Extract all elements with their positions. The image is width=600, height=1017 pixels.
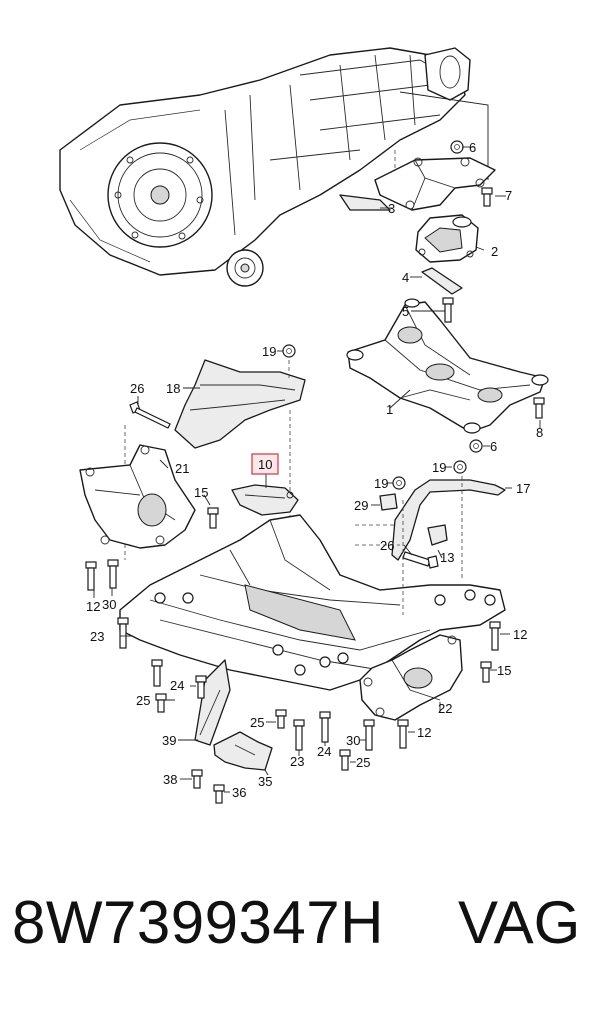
callout-23-mid: 23 [290, 754, 304, 769]
callout-12-right: 12 [513, 627, 527, 642]
heat-shield-strip-4 [421, 267, 463, 295]
callout-38: 39 [162, 733, 176, 748]
callout-21: 21 [175, 461, 189, 476]
bolt-15-right [480, 661, 492, 683]
callout-25-right: 25 [356, 755, 370, 770]
callout-15-right: 15 [497, 663, 511, 678]
callout-4: 4 [402, 270, 409, 285]
highlight-box-10 [251, 453, 279, 475]
callout-15-left: 15 [194, 485, 208, 500]
bolt-5 [442, 297, 454, 323]
callout-30-mid: 30 [346, 733, 360, 748]
bracket-13 [427, 524, 448, 546]
bolt-15-left [207, 507, 219, 529]
bolt-26-right [402, 551, 439, 569]
callout-36: 36 [232, 785, 246, 800]
front-subframe [119, 514, 506, 746]
callout-19-top: 19 [262, 344, 276, 359]
bolt-7 [481, 187, 493, 207]
callout-19-mid: 19 [374, 476, 388, 491]
bolt-8 [533, 397, 545, 419]
nut-6-top [450, 140, 464, 154]
callout-labels: 6 7 3 2 4 5 1 8 6 19 18 26 21 15 10 19 1… [86, 140, 543, 800]
part-number-label: 8W7399347H [12, 889, 384, 956]
callout-39: 38 [163, 772, 177, 787]
callout-25-left: 25 [136, 693, 150, 708]
callout-24-mid: 24 [317, 744, 331, 759]
nut-19-mid [392, 476, 406, 490]
plate-35 [213, 731, 273, 771]
callout-26-left: 26 [130, 381, 144, 396]
callout-5: 5 [402, 304, 409, 319]
transmission-mount [415, 214, 479, 263]
callout-24-left: 24 [170, 678, 184, 693]
callout-6-lower: 6 [490, 439, 497, 454]
brand-label: VAG [458, 889, 581, 956]
callout-17: 17 [516, 481, 530, 496]
bracket-22 [359, 634, 463, 721]
callout-18: 18 [166, 381, 180, 396]
callout-29: 29 [354, 498, 368, 513]
leader-lines [93, 146, 541, 793]
clip-29 [379, 493, 398, 511]
callout-10: 10 [258, 457, 272, 472]
nut-19-right [453, 460, 467, 474]
callout-3: 3 [388, 201, 395, 216]
transmission-crossmember [346, 298, 549, 434]
callout-8: 8 [536, 425, 543, 440]
callout-30-left: 30 [102, 597, 116, 612]
callout-19-right: 19 [432, 460, 446, 475]
callout-7: 7 [505, 188, 512, 203]
nut-6-lower [469, 439, 483, 453]
transmission-assembly [59, 47, 471, 287]
callout-23-left: 23 [90, 629, 104, 644]
callout-12-left: 12 [86, 599, 100, 614]
bolt-26-left [129, 401, 171, 429]
transmission-mount-bracket [374, 157, 496, 211]
nut-19-top [282, 344, 296, 358]
bracket-17 [391, 479, 506, 561]
heat-shield-18 [174, 359, 306, 449]
callout-25-mid: 25 [250, 715, 264, 730]
callout-1: 1 [386, 402, 393, 417]
callout-6-top: 6 [469, 140, 476, 155]
callout-12-mid: 12 [417, 725, 431, 740]
callout-2: 2 [491, 244, 498, 259]
exploded-parts-diagram: 6 7 3 2 4 5 1 8 6 19 18 26 21 15 10 19 1… [59, 47, 549, 804]
callout-26-right: 26 [380, 538, 394, 553]
callout-13: 13 [440, 550, 454, 565]
bracket-10 [231, 484, 299, 516]
bracket-21 [79, 444, 196, 549]
callout-35: 35 [258, 774, 272, 789]
callout-22: 22 [438, 701, 452, 716]
